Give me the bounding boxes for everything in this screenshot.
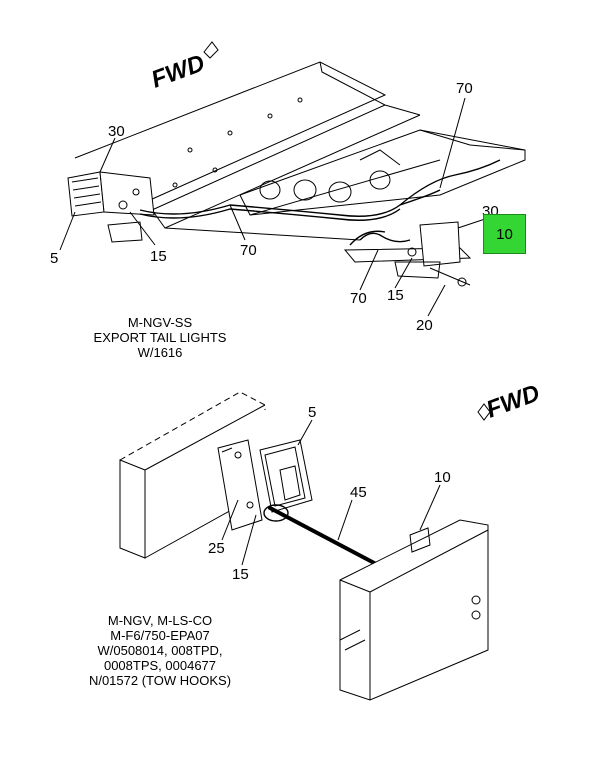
bottom-caption-line-3: W/0508014, 008TPD, [97,643,223,658]
bottom-caption-line-4: 0008TPS, 0004677 [103,658,217,673]
bottom-caption-line-5: N/01572 (TOW HOOKS) [88,673,232,688]
top-caption-line-2: EXPORT TAIL LIGHTS [93,330,227,345]
top-callout-15-right: 15 [387,287,404,304]
bottom-frame-bracket [119,391,266,559]
left-tail-lamp [67,171,155,243]
top-callout-15-left: 15 [150,248,167,265]
bottom-fwd-arrow: FWD [477,380,544,424]
bottom-lamp-5 [259,439,313,522]
bottom-lamp-bracket [217,439,263,531]
bottom-harness-45 [268,506,380,567]
top-caption-line-1: M-NGV-SS [127,315,193,330]
highlighted-callout-10[interactable]: 10 [483,214,526,254]
top-callout-70-mid: 70 [240,242,257,259]
top-view-caption: M-NGV-SS EXPORT TAIL LIGHTS W/1616 [70,315,250,360]
bottom-callout-10: 10 [434,469,451,486]
top-caption-line-3: W/1616 [137,345,183,360]
right-tail-lamp [343,221,472,287]
bottom-callout-15: 15 [232,566,249,583]
bottom-caption-line-2: M-F6/750-EPA07 [110,628,210,643]
top-callout-70-top: 70 [456,80,473,97]
bottom-callout-45: 45 [350,484,367,501]
bottom-caption-line-1: M-NGV, M-LS-CO [107,613,213,628]
bottom-rear-panel [339,519,489,701]
wiring-harness-70 [139,159,501,246]
top-callout-30-left: 30 [108,123,125,140]
top-callout-5: 5 [50,250,58,267]
bottom-view-caption: M-NGV, M-LS-CO M-F6/750-EPA07 W/0508014,… [60,613,260,688]
bottom-leader-lines [221,419,441,566]
top-callout-70-bottom: 70 [350,290,367,307]
bottom-callout-25: 25 [208,540,225,557]
top-fwd-arrow: FWD [148,41,219,94]
top-callout-20: 20 [416,317,433,334]
bottom-fwd-label: FWD [483,380,544,424]
top-fwd-label: FWD [148,50,209,94]
bottom-callout-5: 5 [308,404,316,421]
